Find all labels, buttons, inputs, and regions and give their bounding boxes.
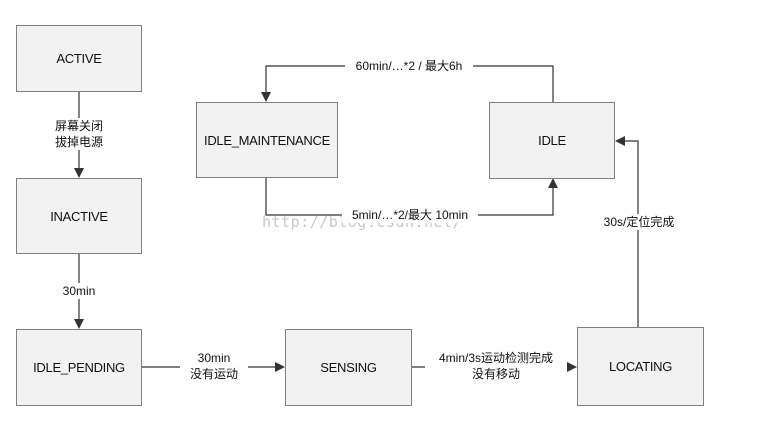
state-active: ACTIVE	[16, 25, 142, 92]
state-idle-pending: IDLE_PENDING	[16, 329, 142, 406]
label-line-2: 拔掉电源	[54, 135, 103, 149]
state-idle-maintenance: IDLE_MAINTENANCE	[196, 102, 338, 178]
label-line-2: 没有运动	[189, 367, 238, 381]
label-line-1: 30min	[197, 351, 231, 365]
label-idle-pending-sensing: 30min 没有运动	[180, 350, 248, 382]
label-idle-maintenance-idle: 5min/…*2/最大 10min	[342, 207, 478, 223]
label-idle-idle-maintenance: 60min/…*2 / 最大6h	[345, 58, 473, 74]
state-sensing: SENSING	[285, 329, 412, 406]
label-locating-idle: 30s/定位完成	[597, 214, 681, 230]
state-locating: LOCATING	[577, 327, 704, 406]
state-inactive: INACTIVE	[16, 178, 142, 254]
label-active-inactive: 屏幕关闭 拔掉电源	[49, 118, 109, 150]
label-inactive-idle-pending: 30min	[58, 283, 100, 299]
label-line-1: 屏幕关闭	[54, 119, 103, 133]
label-sensing-locating: 4min/3s运动检测完成 没有移动	[425, 350, 567, 382]
label-line-1: 4min/3s运动检测完成	[438, 351, 554, 365]
label-line-2: 没有移动	[471, 367, 520, 381]
state-idle: IDLE	[489, 102, 615, 179]
edge-locating-idle	[615, 136, 639, 327]
